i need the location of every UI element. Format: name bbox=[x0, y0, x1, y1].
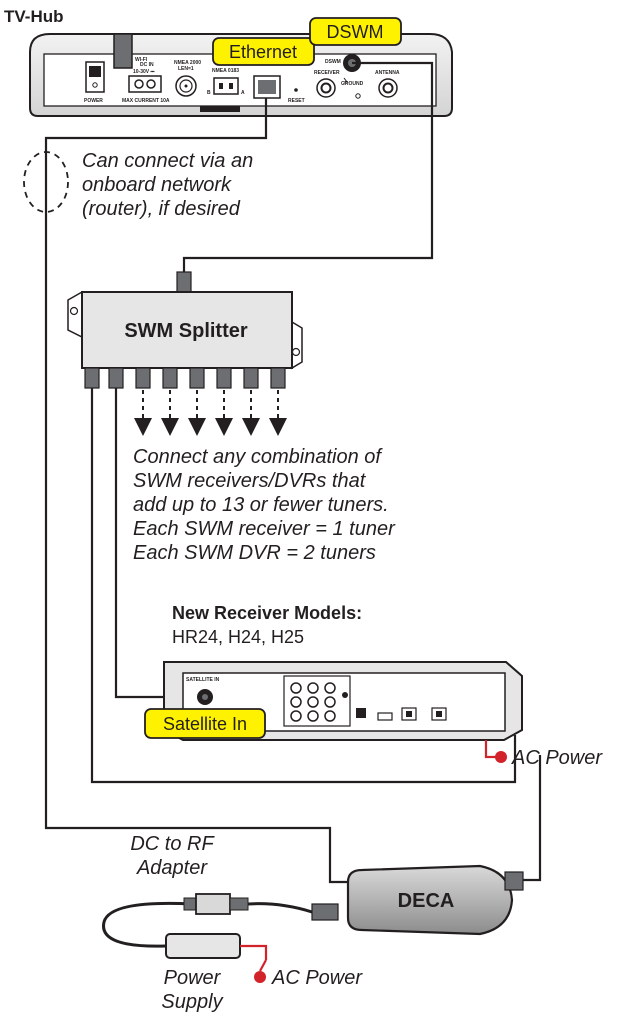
satellite-in-callout: Satellite In bbox=[144, 708, 266, 739]
receiver-models-list: HR24, H24, H25 bbox=[172, 627, 304, 647]
splitter-input-connector bbox=[176, 271, 192, 295]
router-note-text-line: (router), if desired bbox=[82, 198, 241, 220]
splitter-output-ports bbox=[84, 367, 286, 389]
splitter-port[interactable] bbox=[216, 367, 232, 389]
nmea0183-label: NMEA 0183 bbox=[212, 68, 239, 74]
dc-range-label: 10-30V ⎓ bbox=[133, 69, 155, 75]
dashed-arrows bbox=[142, 390, 279, 418]
swm-splitter: SWM Splitter bbox=[67, 290, 303, 436]
svg-text:DSWM: DSWM bbox=[327, 22, 384, 42]
splitter-to-deca-return bbox=[90, 385, 517, 784]
deca-side-cable bbox=[522, 755, 542, 882]
deca-device: DECA bbox=[346, 864, 524, 936]
combination-note-text-line: Each SWM receiver = 1 tuner bbox=[133, 518, 396, 540]
router-note-text-line: onboard network bbox=[82, 174, 232, 196]
combination-note-text: Connect any combination of bbox=[133, 446, 383, 468]
router-option-circle bbox=[23, 151, 69, 213]
router-note-text: Can connect via an bbox=[82, 150, 253, 172]
max-current-label: MAX CURRENT 10A bbox=[122, 98, 170, 104]
splitter-port[interactable] bbox=[84, 367, 100, 389]
antenna-port[interactable] bbox=[378, 78, 398, 98]
title: TV-Hub bbox=[4, 7, 64, 26]
dc-in-label: DC IN bbox=[140, 62, 154, 68]
ethernet-to-deca-cable bbox=[44, 98, 350, 884]
wifi-antenna-icon bbox=[113, 33, 133, 69]
pin-b-label: B bbox=[207, 90, 211, 96]
ground-label: GROUND bbox=[341, 81, 364, 87]
svg-text:SATELLITE IN: SATELLITE IN bbox=[186, 677, 220, 683]
svg-text:Satellite In: Satellite In bbox=[163, 714, 247, 734]
combination-note-text-line: add up to 13 or fewer tuners. bbox=[133, 494, 389, 516]
power-supply-ac-lead bbox=[240, 944, 268, 960]
ac-power-supply: AC Power bbox=[271, 967, 363, 989]
receiver-port-label: RECEIVER bbox=[314, 70, 340, 76]
splitter-port[interactable] bbox=[135, 367, 151, 389]
reset-label: RESET bbox=[288, 98, 305, 104]
ac-power-receiver: AC Power bbox=[511, 747, 603, 769]
power-supply bbox=[165, 933, 268, 983]
arrowheads bbox=[134, 418, 287, 436]
power-supply-text-line: Supply bbox=[161, 991, 223, 1013]
combination-note-text-line: SWM receivers/DVRs that bbox=[133, 470, 367, 492]
ac-power-lead bbox=[484, 740, 497, 759]
av-port-panel bbox=[283, 675, 351, 727]
tv-hub-device: WI-FI POWER DC IN 10-30V ⎓ MAX CURRENT 1… bbox=[29, 33, 453, 117]
splitter-port[interactable] bbox=[108, 367, 124, 389]
ac-power-plug-icon bbox=[495, 751, 507, 763]
splitter-port[interactable] bbox=[162, 367, 178, 389]
receiver-device: SATELLITE IN bbox=[163, 661, 523, 741]
nmea2000-label: NMEA 2000 bbox=[174, 60, 201, 66]
dc-in-port[interactable] bbox=[128, 75, 162, 93]
splitter-port[interactable] bbox=[189, 367, 205, 389]
dswm-callout: DSWM bbox=[309, 17, 402, 46]
nmea0183-port[interactable] bbox=[213, 77, 239, 95]
receiver-port[interactable] bbox=[316, 78, 336, 98]
ac-power-plug-icon bbox=[254, 971, 266, 983]
deca-port[interactable] bbox=[504, 871, 524, 891]
optical-port[interactable] bbox=[356, 708, 366, 718]
dswm-to-splitter-cable bbox=[182, 61, 434, 274]
dc-rf-adapter-text-line: Adapter bbox=[136, 857, 208, 879]
power-supply-text: Power bbox=[164, 967, 222, 989]
dc-rf-adapter bbox=[102, 893, 339, 948]
antenna-port-label: ANTENNA bbox=[375, 70, 400, 76]
pin-a-label: A bbox=[241, 90, 245, 96]
dswm-port-label: DSWM bbox=[325, 59, 341, 65]
len-label: LEN=1 bbox=[178, 66, 194, 72]
hdmi-port[interactable] bbox=[377, 712, 393, 721]
reset-button[interactable] bbox=[294, 88, 298, 92]
splitter-to-receiver-cable bbox=[114, 385, 183, 699]
combination-note-text-line: Each SWM DVR = 2 tuners bbox=[133, 542, 376, 564]
splitter-port[interactable] bbox=[270, 367, 286, 389]
dc-rf-adapter-text: DC to RF bbox=[130, 833, 215, 855]
wifi-label: WI-FI bbox=[135, 57, 148, 63]
ethernet-callout: Ethernet bbox=[212, 37, 315, 66]
splitter-port[interactable] bbox=[243, 367, 259, 389]
deca-label: DECA bbox=[398, 890, 455, 912]
ground-terminal bbox=[355, 93, 361, 99]
svg-text:Ethernet: Ethernet bbox=[229, 42, 297, 62]
power-label: POWER bbox=[84, 98, 103, 104]
splitter-label: SWM Splitter bbox=[124, 320, 248, 342]
receiver-models-heading: New Receiver Models: bbox=[172, 603, 362, 623]
